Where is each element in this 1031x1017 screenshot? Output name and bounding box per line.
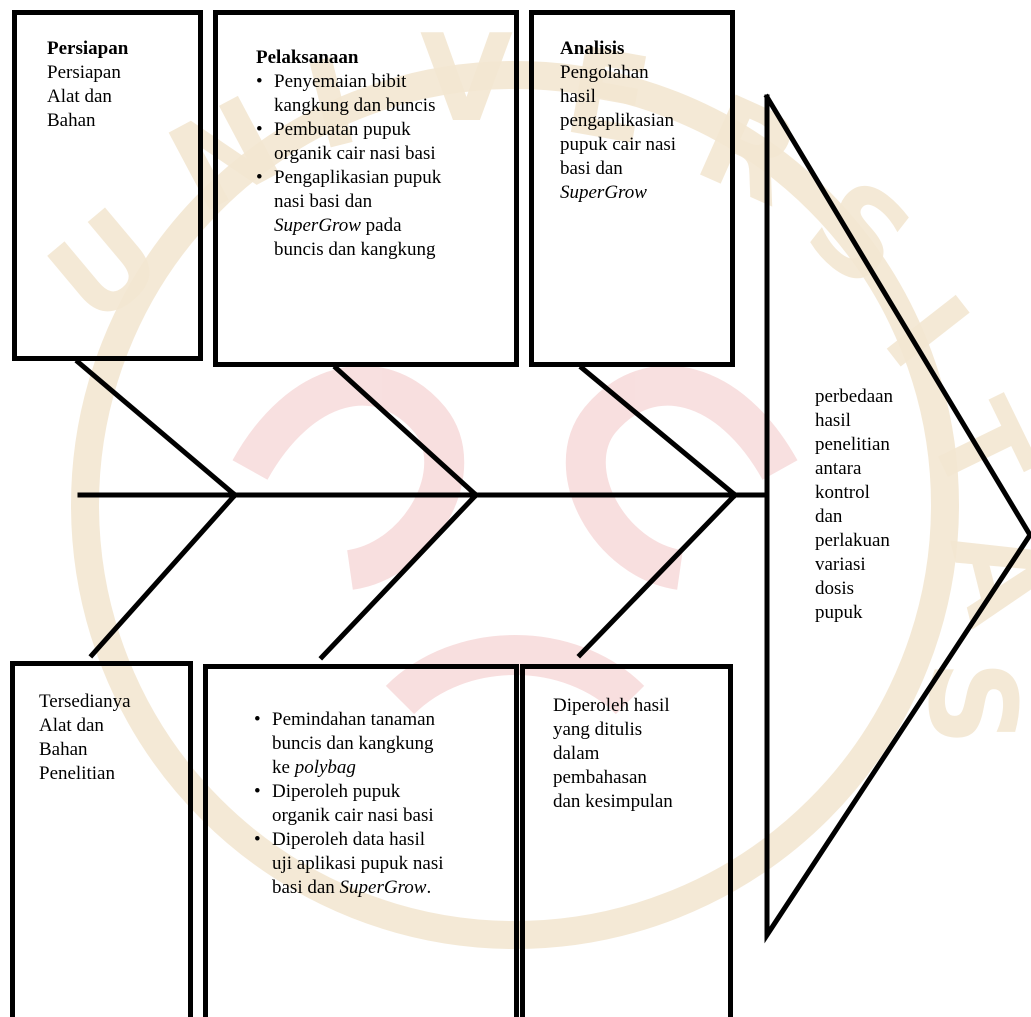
box-analisis-output bbox=[520, 664, 733, 1017]
item-text: basi dan bbox=[272, 877, 340, 898]
item-line: ke polybag bbox=[272, 756, 516, 780]
pelaksanaan-item: Penyemaian bibit kangkung dan buncis bbox=[256, 70, 511, 118]
pelaksanaan-title: Pelaksanaan bbox=[256, 47, 359, 68]
bone-analisis-top bbox=[578, 364, 739, 499]
persiapan-text: Persiapan Persiapan Alat dan Bahan bbox=[47, 37, 197, 133]
output-line: Diperoleh hasil bbox=[553, 695, 670, 716]
item-line: nasi basi dan bbox=[274, 191, 373, 212]
item-line: Pembuatan pupuk bbox=[274, 119, 411, 140]
item-text: pada bbox=[360, 215, 402, 236]
head-line: dosis bbox=[815, 578, 855, 599]
svg-text:S: S bbox=[901, 660, 1031, 746]
pelaksanaan-output-item: Pemindahan tanaman buncis dan kangkung k… bbox=[254, 708, 516, 780]
box-persiapan bbox=[12, 10, 203, 361]
head-line: hasil bbox=[815, 410, 851, 431]
pelaksanaan-output-item: Diperoleh pupuk organik cair nasi basi bbox=[254, 780, 516, 828]
box-persiapan-output bbox=[10, 661, 193, 1017]
item-line: kangkung dan buncis bbox=[274, 95, 436, 116]
item-text: ke bbox=[272, 757, 295, 778]
item-line: Diperoleh data hasil bbox=[272, 829, 426, 850]
output-line: Bahan bbox=[39, 739, 88, 760]
item-line: Pemindahan tanaman bbox=[272, 709, 436, 730]
bone-persiapan-top bbox=[74, 358, 239, 499]
output-line: dan kesimpulan bbox=[553, 791, 673, 812]
bone-pelaksanaan-bottom bbox=[318, 491, 480, 661]
analisis-line: basi dan bbox=[560, 158, 623, 179]
item-text: . bbox=[426, 877, 432, 898]
output-line: Alat dan bbox=[39, 715, 104, 736]
output-line: pembahasan bbox=[553, 767, 647, 788]
pelaksanaan-item: Pengaplikasian pupuk nasi basi dan Super… bbox=[256, 166, 511, 262]
output-line: yang ditulis bbox=[553, 719, 643, 740]
item-line: Penyemaian bibit bbox=[274, 71, 407, 92]
bone-pelaksanaan-top bbox=[332, 364, 480, 499]
item-line: buncis dan kangkung bbox=[272, 733, 434, 754]
pelaksanaan-item: Pembuatan pupuk organik cair nasi basi bbox=[256, 118, 511, 166]
analisis-output-text: Diperoleh hasil yang ditulis dalam pemba… bbox=[553, 694, 728, 814]
persiapan-line: Bahan bbox=[47, 110, 96, 131]
fish-head-shape bbox=[763, 93, 1031, 944]
bone-analisis-bottom bbox=[576, 491, 739, 659]
analisis-text: Analisis Pengolahan hasil pengaplikasian… bbox=[560, 37, 730, 205]
head-line: penelitian bbox=[815, 434, 890, 455]
head-line: variasi bbox=[815, 554, 866, 575]
head-line: dan bbox=[815, 506, 843, 527]
head-line: perlakuan bbox=[815, 530, 890, 551]
analisis-line: pengaplikasian bbox=[560, 110, 674, 131]
persiapan-output-text: Tersedianya Alat dan Bahan Penelitian bbox=[39, 690, 189, 786]
item-line: organik cair nasi basi bbox=[274, 143, 436, 164]
head-line: perbedaan bbox=[815, 386, 894, 407]
analisis-title: Analisis bbox=[560, 38, 625, 59]
box-pelaksanaan bbox=[213, 10, 519, 367]
pelaksanaan-text: Pelaksanaan Penyemaian bibit kangkung da… bbox=[256, 46, 511, 262]
output-line: Tersedianya bbox=[39, 691, 131, 712]
italic-term: SuperGrow bbox=[339, 877, 427, 898]
head-line: pupuk bbox=[815, 602, 863, 623]
pelaksanaan-output-text: Pemindahan tanaman buncis dan kangkung k… bbox=[254, 708, 516, 900]
head-result-text: perbedaan hasil penelitian antara kontro… bbox=[815, 385, 955, 625]
item-line: Diperoleh pupuk bbox=[272, 781, 401, 802]
box-analisis bbox=[529, 10, 735, 367]
output-line: dalam bbox=[553, 743, 600, 764]
persiapan-line: Alat dan bbox=[47, 86, 112, 107]
box-pelaksanaan-output bbox=[203, 664, 519, 1017]
item-line: Pengaplikasian pupuk bbox=[274, 167, 442, 188]
item-line: buncis dan kangkung bbox=[274, 239, 436, 260]
item-line: organik cair nasi basi bbox=[272, 805, 434, 826]
italic-term: polybag bbox=[294, 757, 356, 778]
persiapan-line: Persiapan bbox=[47, 62, 121, 83]
analisis-italic-line: SuperGrow bbox=[560, 182, 647, 203]
head-line: kontrol bbox=[815, 482, 870, 503]
output-line: Penelitian bbox=[39, 763, 115, 784]
head-line: antara bbox=[815, 458, 862, 479]
bone-persiapan-bottom bbox=[88, 491, 239, 659]
item-line: basi dan SuperGrow. bbox=[272, 876, 516, 900]
pelaksanaan-output-item: Diperoleh data hasil uji aplikasi pupuk … bbox=[254, 828, 516, 900]
analisis-line: pupuk cair nasi bbox=[560, 134, 677, 155]
analisis-line: Pengolahan bbox=[560, 62, 649, 83]
italic-term: SuperGrow bbox=[274, 215, 361, 236]
item-line: uji aplikasi pupuk nasi bbox=[272, 853, 444, 874]
persiapan-title: Persiapan bbox=[47, 38, 129, 59]
item-line: SuperGrow pada bbox=[274, 214, 511, 238]
analisis-line: hasil bbox=[560, 86, 596, 107]
